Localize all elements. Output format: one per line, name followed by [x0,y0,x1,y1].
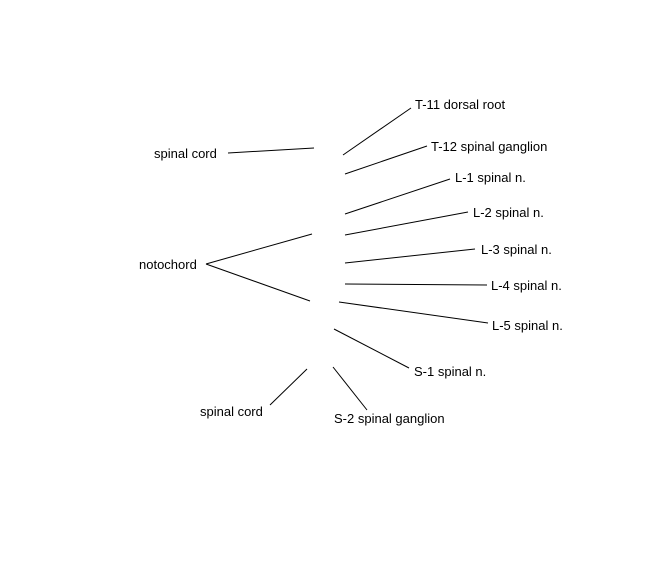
label-s2-spinal-ganglion: S-2 spinal ganglion [334,411,445,426]
leader-line-l3-spinal-n [344,248,476,264]
leader-line-l4-spinal-n [344,283,488,286]
leader-line-spinal-cord-upper [227,147,315,154]
leader-line-l2-spinal-n [344,211,469,236]
label-l1-spinal-n: L-1 spinal n. [455,170,526,185]
leader-line-l1-spinal-n [344,178,451,215]
leader-line-l5-spinal-n [338,301,489,324]
leader-line-notochord-lower [205,263,311,302]
leader-line-s1-spinal-n [333,328,410,369]
leader-line-spinal-cord-lower [269,368,308,406]
leader-line-notochord-upper [205,233,313,265]
label-spinal-cord-upper: spinal cord [154,146,217,161]
label-notochord: notochord [139,257,197,272]
label-l3-spinal-n: L-3 spinal n. [481,242,552,257]
label-t12-spinal-ganglion: T-12 spinal ganglion [431,139,547,154]
leader-line-t12-spinal-ganglion [344,145,428,175]
leader-line-t11-dorsal-root [342,107,412,156]
label-t11-dorsal-root: T-11 dorsal root [415,97,505,112]
label-s1-spinal-n: S-1 spinal n. [414,364,486,379]
label-l2-spinal-n: L-2 spinal n. [473,205,544,220]
label-spinal-cord-lower: spinal cord [200,404,263,419]
leader-line-s2-spinal-ganglion [332,366,368,411]
label-l5-spinal-n: L-5 spinal n. [492,318,563,333]
label-l4-spinal-n: L-4 spinal n. [491,278,562,293]
